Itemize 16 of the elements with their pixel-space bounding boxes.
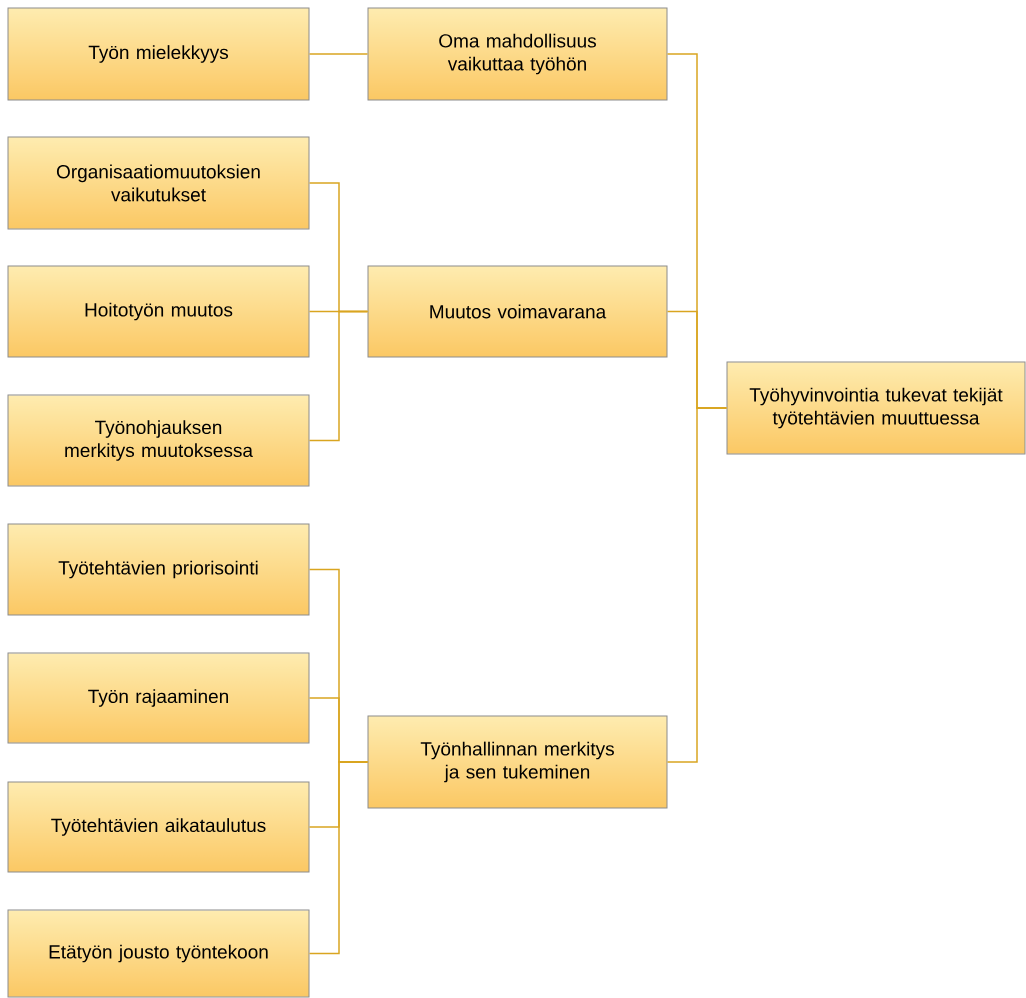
connector — [308, 310, 369, 442]
box: Työnohjauksen merkitys muutoksessa — [7, 394, 310, 487]
connector — [308, 53, 369, 55]
box: Työn mielekkyys — [7, 7, 310, 101]
box: Työn rajaaminen — [7, 652, 310, 744]
box: Organisaatiomuutoksien vaikutukset — [7, 136, 310, 230]
box: Työtehtävien aikataulutus — [7, 781, 310, 873]
connector — [666, 407, 728, 763]
box: Etätyön jousto työntekoon — [7, 909, 310, 998]
box: Hoitotyön muutos — [7, 265, 310, 358]
box: Työtehtävien priorisointi — [7, 523, 310, 616]
connector — [308, 761, 369, 955]
box: Oma mahdollisuus vaikuttaa työhön — [367, 7, 668, 101]
box: Työhyvinvointia tukevat tekijät työtehtävien muuttuessa — [726, 361, 1026, 455]
box: Työnhallinnan merkitys ja sen tukeminen — [367, 715, 668, 809]
box: Muutos voimavarana — [367, 265, 668, 358]
